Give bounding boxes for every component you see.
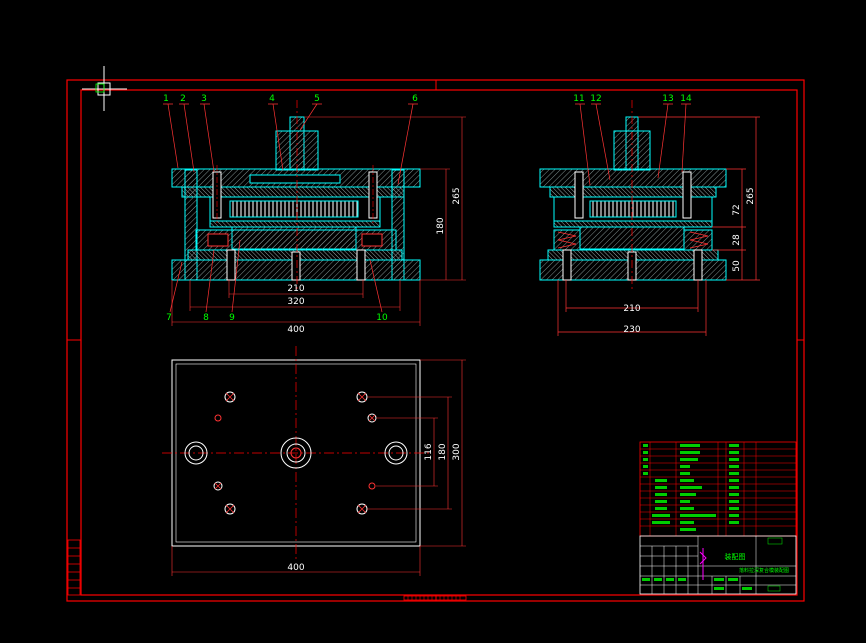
- part-label: 12: [590, 94, 601, 104]
- dimension-text: 180: [436, 217, 446, 234]
- part-label: 9: [229, 313, 235, 323]
- dimension-text: 265: [746, 187, 756, 204]
- dimension-text: 116: [424, 443, 434, 460]
- parts-list-table: [639, 441, 797, 595]
- front-view-dimensions: 210 320 400 180 265: [287, 187, 462, 335]
- dimension-text: 400: [287, 325, 304, 335]
- part-label: 3: [201, 94, 207, 104]
- side-view-dimensions: 210 230 72 28 50 265: [623, 187, 756, 335]
- part-label: 2: [180, 94, 186, 104]
- part-label: 6: [412, 94, 418, 104]
- drawing-title: 装配图: [725, 552, 746, 561]
- dimension-text: 210: [287, 284, 304, 294]
- dimension-text: 180: [438, 443, 448, 460]
- part-label: 13: [662, 94, 673, 104]
- part-label: 11: [573, 94, 584, 104]
- dimension-text: 72: [732, 204, 742, 215]
- front-section-view: [163, 100, 466, 326]
- dimension-text: 50: [732, 260, 742, 272]
- part-label: 14: [680, 94, 692, 104]
- part-label: 7: [166, 313, 172, 323]
- plan-view-dimensions: 400 116 180 300: [287, 443, 462, 573]
- part-label: 1: [163, 94, 169, 104]
- part-label: 10: [376, 313, 388, 323]
- drawing-name: 落料拉深复合模装配图: [739, 567, 789, 574]
- drawing-frame: [66, 66, 805, 602]
- side-section-view: [539, 100, 760, 336]
- dimension-text: 300: [452, 443, 462, 460]
- dimension-text: 230: [623, 325, 640, 335]
- arrow-icon: [699, 551, 707, 565]
- dimension-text: 210: [623, 304, 640, 314]
- dimension-text: 28: [732, 234, 742, 246]
- spring-icon: [557, 231, 709, 249]
- dimension-text: 320: [287, 297, 304, 307]
- ucs-crosshair-icon: [82, 66, 127, 111]
- dimension-text: 265: [452, 187, 462, 204]
- plan-view: [162, 346, 466, 576]
- dimension-text: 400: [287, 563, 304, 573]
- part-label: 5: [314, 94, 320, 104]
- side-view-part-labels: 11 12 13 14: [573, 94, 692, 104]
- part-label: 8: [203, 313, 209, 323]
- front-view-part-labels: 1 2 3 4 5 6 7 8 9 10: [163, 94, 418, 323]
- part-label: 4: [269, 94, 275, 104]
